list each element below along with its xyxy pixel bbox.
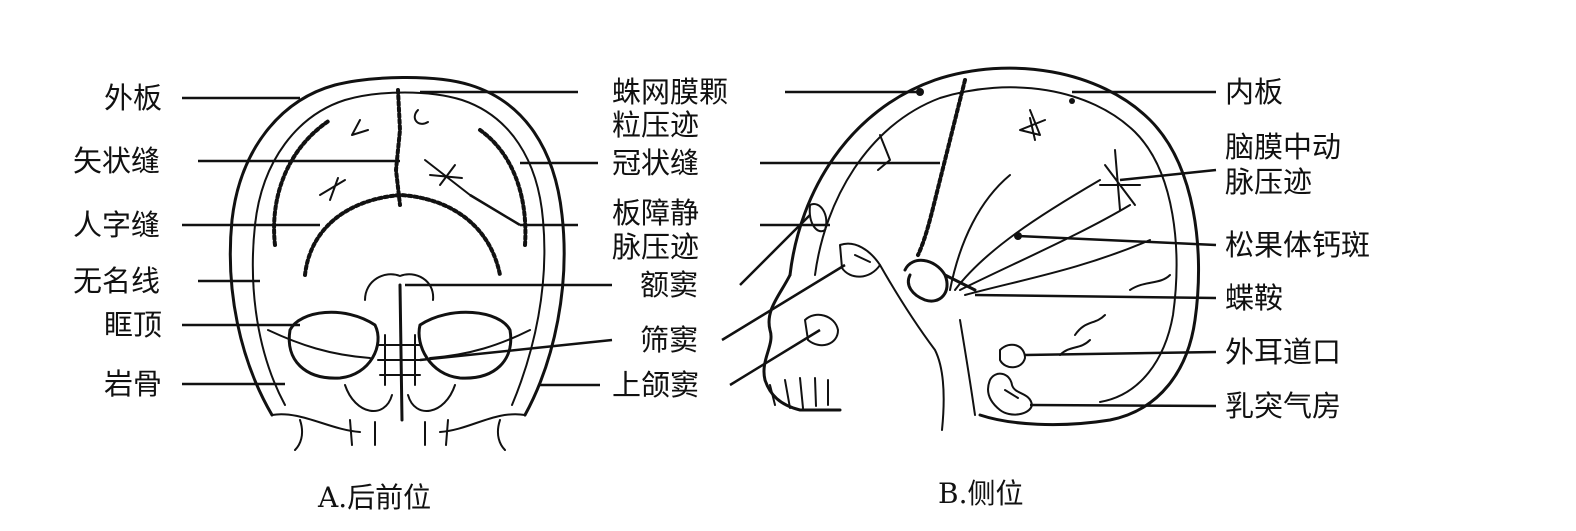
lat-teeth [769,377,829,409]
pa-ethmoid-cells [377,334,423,386]
lat-ethmoid [839,242,881,278]
lat-star-impression-1 [1019,109,1046,141]
lat-outer-table [788,66,1200,427]
pa-coronal-left [272,118,332,247]
lat-occipital-marks [1059,274,1171,356]
lat-sella-turcica [903,259,977,303]
pa-vessel-mark-3 [351,119,369,136]
label-petrous-bone: 岩骨 [104,367,163,401]
skull-pa-view [228,76,566,451]
lat-coronal-suture [916,78,967,257]
label-lambdoid-suture: 人字缝 [73,208,161,242]
pa-arachnoid-pit [413,109,429,125]
lat-skull-base [879,264,976,431]
lat-maxillary-sinus [804,313,839,347]
lat-vessel-mark [877,134,891,171]
label-maxillary-sinus: 上颌窦 [612,368,700,402]
label-sella-turcica: 蝶鞍 [1225,281,1284,315]
lat-star-impression-2 [1099,149,1141,211]
label-innominate-line: 无名线 [73,264,161,298]
lat-mastoid-cells [987,372,1033,416]
label-coronal-suture: 冠状缝 [612,146,700,180]
pa-coronal-right [478,128,528,247]
label-orbital-roof: 眶顶 [104,308,163,342]
pa-sagittal-suture [393,88,403,207]
caption-view-a: A.后前位 [318,481,432,514]
pa-vessel-mark-2 [319,177,346,201]
label-arachnoid-granulation-line2: 粒压迹 [612,108,700,142]
label-ethmoid-sinus: 筛窦 [640,323,699,357]
label-arachnoid-granulation-line1: 蛛网膜颗 [612,75,729,109]
lat-external-auditory-meatus [999,343,1026,369]
pa-maxillary-sinus [344,384,456,412]
pa-lambdoid-suture [303,192,502,277]
label-middle-meningeal-line1: 脑膜中动 [1225,130,1342,164]
pa-orbit-left [287,310,380,380]
label-mastoid-air-cells: 乳突气房 [1225,389,1342,423]
lat-arachnoid-dot-2 [1069,98,1075,104]
pa-vessel-mark-1 [424,159,471,196]
label-external-auditory-meatus: 外耳道口 [1225,335,1342,369]
label-frontal-sinus: 额窦 [640,268,699,302]
label-inner-table: 内板 [1225,75,1284,109]
label-diploic-vein-line2: 脉压迹 [612,230,700,264]
skull-lateral-view [762,66,1200,431]
label-middle-meningeal-line2: 脉压迹 [1225,165,1313,199]
lat-inner-table [814,86,1178,403]
lat-meningeal-grooves [949,174,1151,296]
label-pineal-calcification: 松果体钙斑 [1225,228,1371,262]
leader-lines [182,90,1217,408]
caption-view-b: B.侧位 [938,477,1024,510]
lat-face-profile [762,273,842,412]
pa-lower-face [271,413,526,451]
label-sagittal-suture: 矢状缝 [73,144,161,178]
label-outer-table: 外板 [104,81,163,115]
label-diploic-vein-line1: 板障静 [612,196,700,230]
lat-frontal-sinus [808,203,828,233]
pa-nasal-septum [398,283,404,422]
pa-outer-table [228,76,566,417]
